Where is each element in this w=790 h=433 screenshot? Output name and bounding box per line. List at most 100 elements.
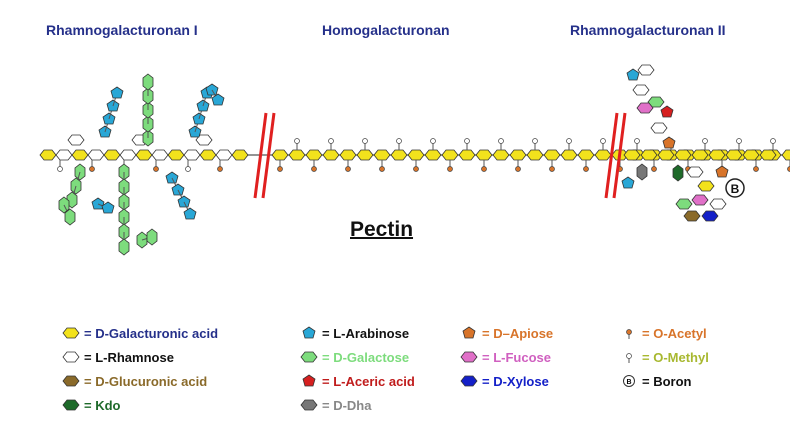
legend-label: = L-Aceric acid — [322, 373, 415, 389]
galacturonic-acid-residue — [407, 149, 425, 161]
arabinose-residue — [205, 83, 219, 96]
galacturonic-acid-residue — [71, 149, 89, 161]
rhamnose-residue — [55, 149, 73, 161]
o-acetyl-substituent — [345, 160, 351, 172]
legend-item: = D-Xylose — [460, 372, 549, 390]
galacturonic-acid-residue — [424, 149, 442, 161]
galactose-icon — [300, 351, 318, 363]
galacturonic-acid-residue — [697, 180, 715, 192]
arabinose-residue — [177, 195, 191, 208]
o-acetyl-substituent — [277, 160, 283, 172]
fucose-icon — [460, 351, 478, 363]
galactose-residue — [118, 238, 130, 256]
rhamnose-residue — [215, 149, 233, 161]
legend-label: = D-Dha — [322, 397, 372, 413]
o-acetyl-substituent — [515, 160, 521, 172]
o-methyl-substituent — [634, 138, 640, 150]
galacturonic-acid-residue — [577, 149, 595, 161]
galactose-residue — [64, 208, 76, 226]
dha-residue — [636, 163, 648, 181]
galacturonic-acid-residue — [674, 149, 692, 161]
galacturonic-acid-residue — [725, 149, 743, 161]
galacturonic-acid-residue — [594, 149, 612, 161]
glucuronic-acid-icon — [62, 375, 80, 387]
legend-label: = L-Arabinose — [322, 325, 410, 341]
galacturonic-acid-residue — [103, 149, 121, 161]
pectin-structure-diagram: B — [39, 64, 790, 256]
legend-item: = L-Aceric acid — [300, 372, 415, 390]
boron-marker: B — [725, 178, 745, 198]
legend-label: = D-Glucuronic acid — [84, 373, 208, 389]
galacturonic-acid-residue — [167, 149, 185, 161]
galacturonic-acid-residue — [475, 149, 493, 161]
xylose-residue — [701, 210, 719, 222]
galacturonic-acid-icon — [62, 327, 80, 339]
o-methyl-substituent — [294, 138, 300, 150]
galactose-residue — [146, 228, 158, 246]
xylose-icon — [460, 375, 478, 387]
rhamnose-residue — [119, 149, 137, 161]
legend-label: = D–Apiose — [482, 325, 554, 341]
galacturonic-acid-residue — [135, 149, 153, 161]
o-acetyl-substituent — [413, 160, 419, 172]
o-acetyl-substituent — [311, 160, 317, 172]
kdo-residue — [672, 164, 684, 182]
arabinose-residue — [171, 183, 185, 196]
dha-icon — [300, 399, 318, 411]
apiose-residue — [662, 136, 676, 149]
side-chains — [58, 64, 729, 256]
arabinose-icon — [302, 326, 316, 339]
rhamnose-residue — [686, 166, 704, 178]
backbone-substituent — [185, 160, 191, 172]
rhamnose-residue — [650, 122, 668, 134]
o-methyl-icon — [626, 353, 632, 363]
galacturonic-acid-residue — [339, 149, 357, 161]
legend-item: = Kdo — [62, 396, 120, 414]
o-acetyl-substituent — [549, 160, 555, 172]
apiose-icon — [462, 326, 476, 339]
galacturonic-acid-residue — [657, 149, 675, 161]
galacturonic-acid-residue — [271, 149, 289, 161]
break-mark-2 — [604, 112, 627, 199]
o-methyl-substituent — [770, 138, 776, 150]
galacturonic-acid-residue — [781, 149, 790, 161]
o-acetyl-icon — [626, 329, 632, 339]
galacturonic-acid-residue — [492, 149, 510, 161]
header-rg1: Rhamnogalacturonan I — [46, 22, 198, 38]
o-methyl-substituent — [362, 138, 368, 150]
header-homogalacturonan: Homogalacturonan — [322, 22, 450, 38]
legend-label: = D-Galacturonic acid — [84, 325, 219, 341]
legend-label: = Boron — [642, 373, 692, 389]
arabinose-residue — [183, 207, 197, 220]
galacturonic-acid-residue — [322, 149, 340, 161]
legend-label: = O-Acetyl — [642, 325, 707, 341]
aceric-acid-icon — [302, 374, 316, 387]
galacturonic-acid-residue — [640, 149, 658, 161]
galacturonic-acid-residue — [623, 149, 641, 161]
legend-label: = Kdo — [84, 397, 121, 413]
rhamnose-icon — [62, 351, 80, 363]
galacturonic-acid-residue — [509, 149, 527, 161]
rhamnose-residue — [637, 64, 655, 76]
legend-label: = D-Galactose — [322, 349, 410, 365]
o-acetyl-substituent — [651, 160, 657, 172]
legend-item: = D–Apiose — [460, 324, 553, 342]
o-acetyl-substituent — [379, 160, 385, 172]
galacturonic-acid-residue — [231, 149, 249, 161]
galacturonic-acid-residue — [560, 149, 578, 161]
legend-label: = O-Methyl — [642, 349, 709, 365]
o-acetyl-substituent — [447, 160, 453, 172]
legend-item: = L-Fucose — [460, 348, 551, 366]
legend-item: = L-Arabinose — [300, 324, 409, 342]
svg-text:B: B — [731, 182, 740, 196]
svg-text:B: B — [626, 379, 631, 386]
arabinose-residue — [110, 86, 124, 99]
rhamnose-residue — [709, 198, 727, 210]
arabinose-residue — [626, 68, 640, 81]
galacturonic-acid-residue — [288, 149, 306, 161]
legend-item: = O-Methyl — [620, 348, 709, 366]
rhamnose-residue — [67, 134, 85, 146]
galacturonic-acid-residue — [742, 149, 760, 161]
rhamnose-residue — [151, 149, 169, 161]
fucose-residue — [636, 102, 654, 114]
